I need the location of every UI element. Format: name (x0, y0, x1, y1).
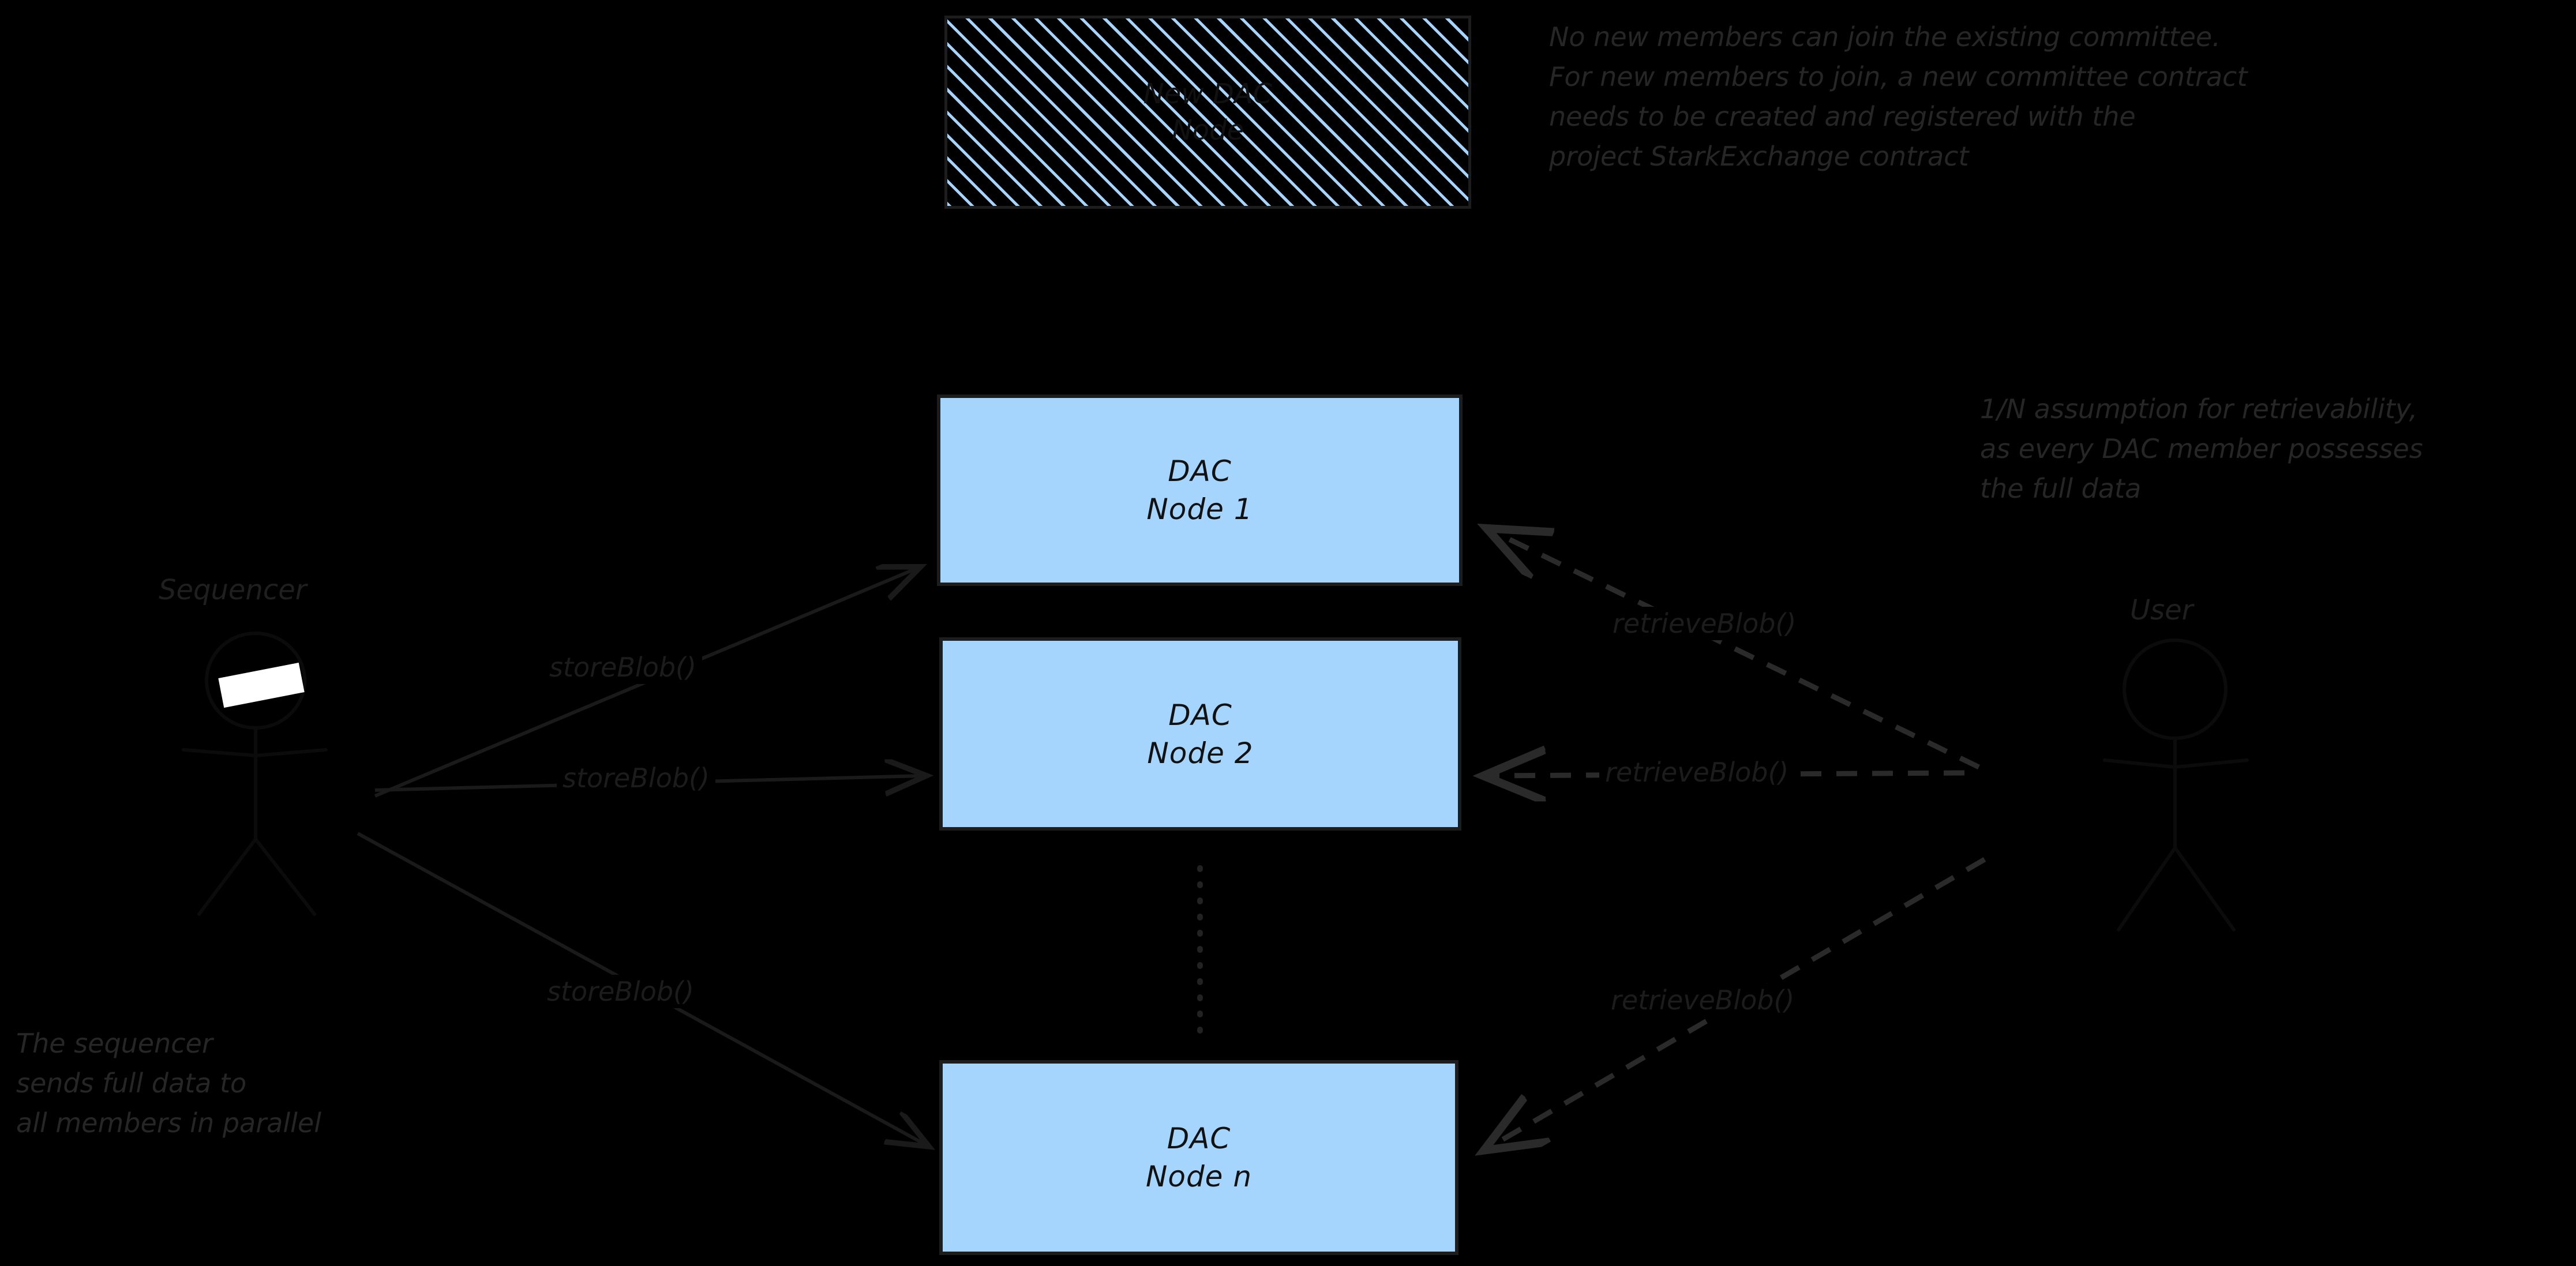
dac-node-1-line-1: DAC (1168, 454, 1232, 488)
ghost-node-line-1: New DAC (1143, 78, 1273, 111)
ghost-node-line-2: Node (1171, 114, 1244, 146)
ghost-node-new-dac[interactable]: New DAC Node (944, 16, 1471, 209)
annotation-one-of-n-assumption: 1/N assumption for retrievability, as ev… (1980, 393, 2423, 504)
edge-label-storeblob-node1: storeBlob() (543, 651, 702, 684)
dac-node-1-line-2: Node 1 (1146, 493, 1253, 526)
edge-label-storeblob-node2: storeBlob() (557, 761, 715, 795)
edge-label-retrieveblob-noden: retrieveBlob() (1605, 983, 1801, 1017)
edge-label-retrieveblob-node2: retrieveBlob() (1599, 756, 1795, 789)
user-label: User (2130, 594, 2193, 626)
edge-retrieveblob-node2 (1488, 773, 1965, 776)
user-stick-figure (2103, 638, 2249, 931)
annotation-sequencer-parallel: The sequencer sends full data to all mem… (16, 1028, 321, 1139)
dac-node-2-line-1: DAC (1168, 698, 1232, 732)
edge-label-retrieveblob-node1: retrieveBlob() (1607, 607, 1802, 640)
annotation-new-members: No new members can join the existing com… (1549, 21, 2248, 172)
sequencer-stick-figure (182, 632, 328, 916)
sequencer-label: Sequencer (159, 574, 307, 606)
dac-node-2-line-2: Node 2 (1147, 736, 1254, 770)
dac-node-n[interactable]: DAC Node n (939, 1060, 1458, 1255)
dac-node-n-line-2: Node n (1145, 1160, 1253, 1193)
edge-label-storeblob-noden: storeBlob() (541, 975, 700, 1008)
edge-retrieveblob-node1 (1491, 531, 1980, 770)
dac-node-1[interactable]: DAC Node 1 (937, 395, 1463, 586)
dac-node-n-line-1: DAC (1167, 1122, 1231, 1155)
dac-node-2[interactable]: DAC Node 2 (939, 637, 1461, 831)
